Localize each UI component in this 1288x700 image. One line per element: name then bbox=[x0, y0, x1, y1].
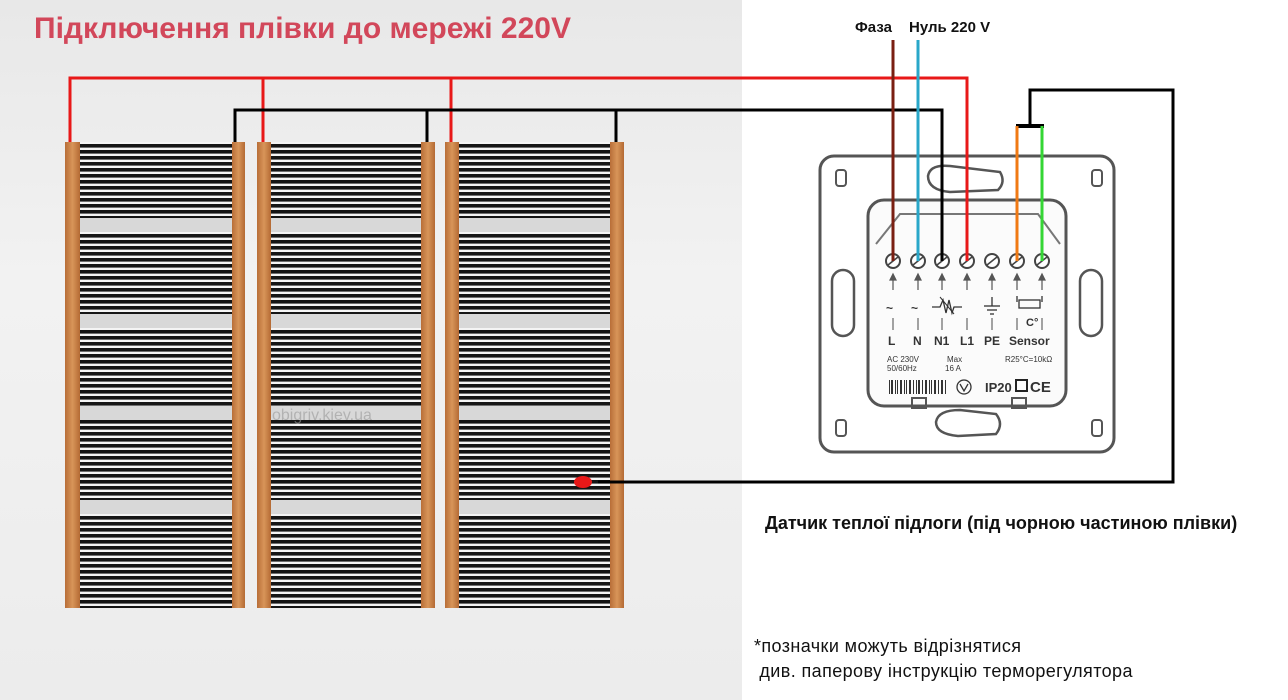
terminal-screw bbox=[984, 253, 1000, 269]
phase-label: Фаза bbox=[855, 19, 893, 36]
copper-busbar bbox=[65, 142, 80, 608]
tilde-symbol: ~ bbox=[911, 301, 918, 315]
film-panel-1 bbox=[65, 142, 245, 608]
terminal-label-l: L bbox=[888, 334, 895, 348]
terminal-label-sensor: Sensor bbox=[1009, 334, 1050, 348]
tilde-symbol: ~ bbox=[886, 301, 893, 315]
sensor-rating: R25°C=10kΩ bbox=[1005, 355, 1052, 364]
power-wires-black bbox=[233, 108, 944, 261]
copper-busbar bbox=[421, 142, 435, 608]
footnote-line-1: *позначки можуть відрізнятися bbox=[754, 636, 1022, 656]
recycle-icon bbox=[956, 379, 972, 395]
sensor-probe-icon bbox=[574, 476, 592, 488]
ce-marking: CE bbox=[1030, 379, 1051, 396]
degree-label: C° bbox=[1026, 317, 1038, 329]
ip-marking: IP20 bbox=[985, 380, 1012, 395]
double-insulation-icon bbox=[1015, 379, 1028, 392]
terminal-label-pe: PE bbox=[984, 334, 1000, 348]
page-title: Підключення плівки до мережі 220V bbox=[34, 12, 571, 45]
rating-voltage: AC 230V bbox=[887, 355, 920, 364]
copper-busbar bbox=[445, 142, 459, 608]
watermark: obigriv.kiev.ua bbox=[272, 407, 372, 424]
film-panel-3 bbox=[445, 142, 624, 608]
film-panel-2 bbox=[257, 142, 435, 608]
sensor-wires bbox=[598, 88, 1175, 484]
terminal-labels: L N N1 L1 PE Sensor bbox=[888, 334, 1050, 348]
footnote-line-2: див. паперову інструкцію терморегулятора bbox=[754, 661, 1133, 681]
terminal-label-n1: N1 bbox=[934, 334, 950, 348]
barcode bbox=[889, 380, 946, 394]
neutral-label: Нуль 220 V bbox=[909, 19, 990, 36]
terminal-arrows bbox=[889, 272, 1046, 290]
footnote: *позначки можуть відрізнятися див. папер… bbox=[754, 634, 1274, 684]
sensor-icon bbox=[1016, 296, 1043, 309]
resistor-icon bbox=[932, 296, 962, 316]
ratings: AC 230V 50/60Hz Max 16 A R25°C=10kΩ bbox=[887, 355, 1052, 373]
terminal-label-l1: L1 bbox=[960, 334, 974, 348]
terminal-tick-lines bbox=[892, 318, 1043, 330]
sensor-caption: Датчик теплої підлоги (під чорною частин… bbox=[765, 513, 1238, 533]
terminal-symbols: ~ ~ C° bbox=[886, 296, 1043, 330]
copper-busbar bbox=[257, 142, 271, 608]
rating-max: Max bbox=[947, 355, 962, 364]
copper-busbar bbox=[232, 142, 245, 608]
terminal-label-n: N bbox=[913, 334, 922, 348]
ground-icon bbox=[984, 297, 1000, 315]
rating-frequency: 50/60Hz bbox=[887, 364, 917, 373]
rating-current: 16 A bbox=[945, 364, 962, 373]
copper-busbar bbox=[610, 142, 624, 608]
